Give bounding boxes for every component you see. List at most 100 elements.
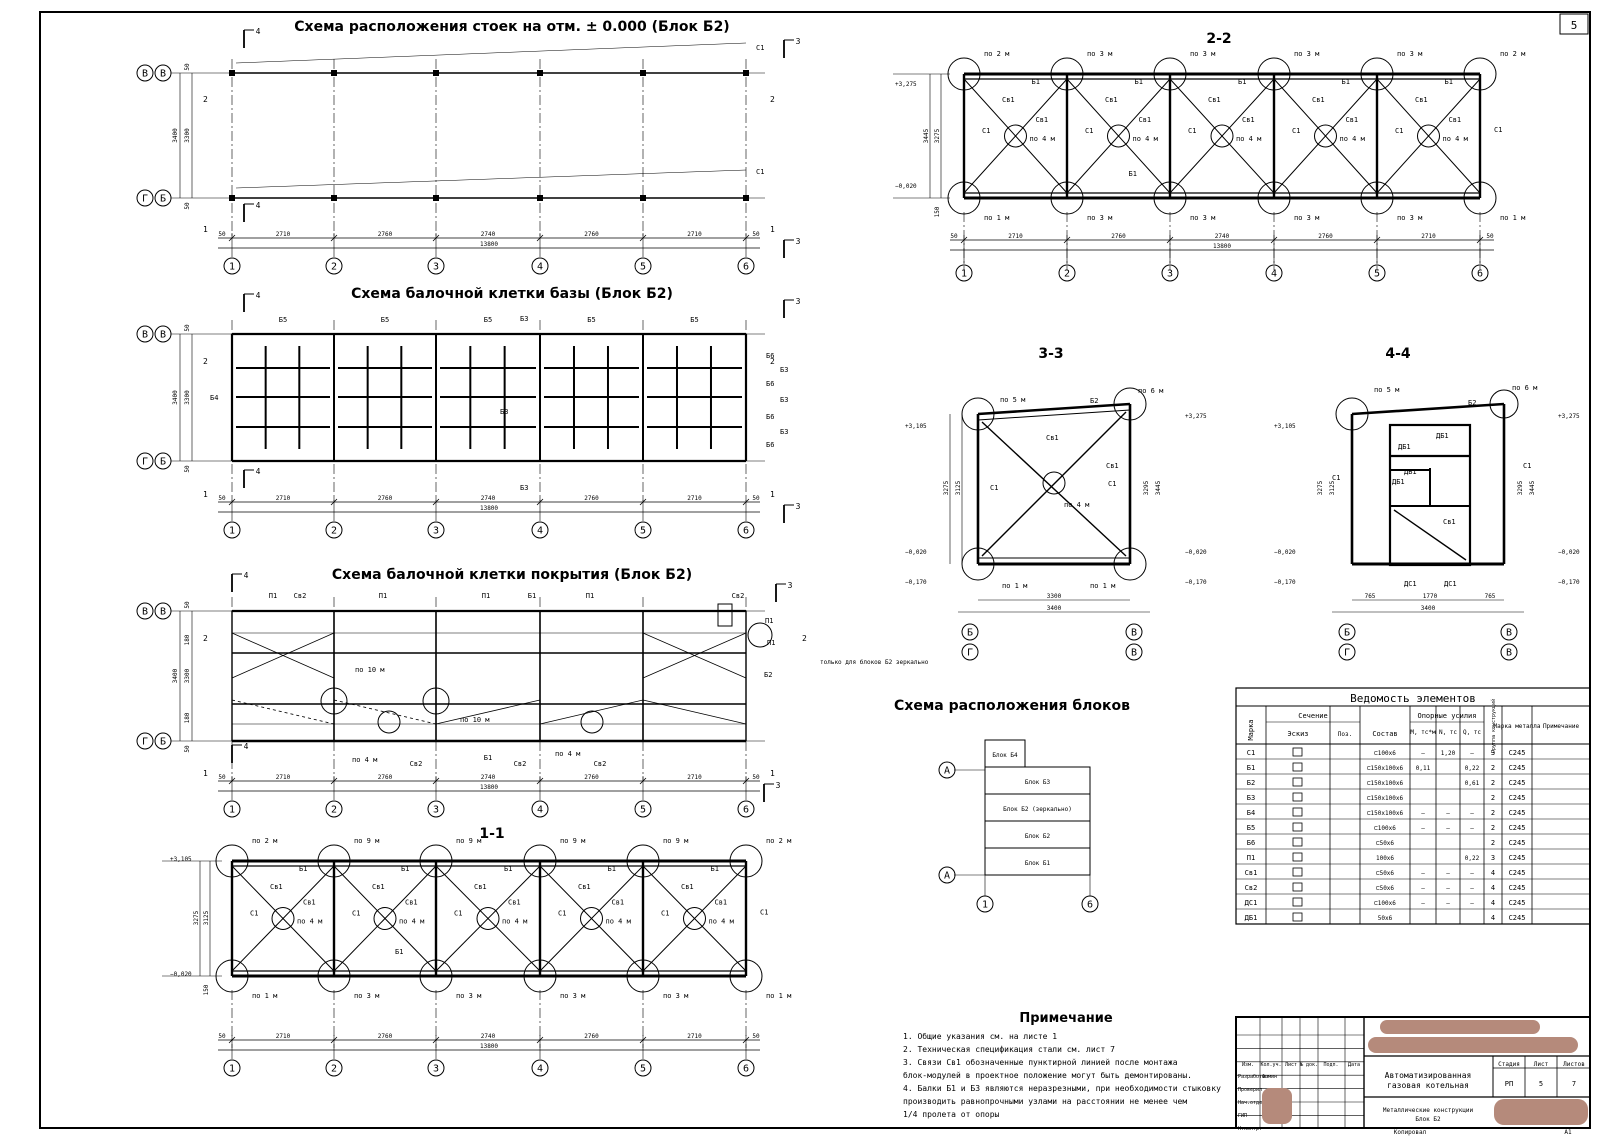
p2c-cut-label-3: 3 (796, 297, 801, 306)
p1-row-top-a-label: В (142, 69, 148, 80)
s33-node-tr (1113, 387, 1147, 421)
p2-b5-lbl-3: Б5 (484, 316, 492, 324)
p1-tick-2 (330, 234, 338, 242)
p3-span-5: 2710 (687, 774, 702, 781)
block-box-5 (984, 847, 1091, 876)
p3-node-10a (320, 687, 348, 715)
spec-cell-group-10: 4 (1491, 884, 1495, 892)
p3-cut2-r: 2 (802, 634, 807, 643)
p2-cut1-r: 1 (770, 490, 775, 499)
s11-height-a: 3275 (193, 910, 200, 925)
s11-node-mid-5 (683, 907, 706, 930)
p1-cut-label-4: 4 (256, 27, 261, 36)
s11-axis-2-bubble (325, 1059, 343, 1077)
spec-cell-n-11: — (1446, 900, 1450, 907)
spec-cell-mark-10: Св2 (1245, 884, 1258, 892)
s22-node-mid-2 (1107, 124, 1130, 148)
p1-span-3: 2740 (481, 231, 496, 238)
spec-cell-q-10: — (1470, 885, 1474, 892)
s11-nodelbl-bot-1: по 1 м (252, 992, 278, 1000)
s11-span-3: 2740 (481, 1033, 496, 1040)
s22-sv1-b-2: Св1 (1139, 116, 1152, 124)
notes: Примечание 1. Общие указания см. на лист… (903, 1011, 1221, 1119)
tb-copied: Копировал (1394, 1129, 1427, 1136)
s33-brace-b (981, 411, 1127, 557)
s22-b1-2: Б1 (1135, 78, 1143, 86)
p1-axis-2-label: 2 (331, 262, 337, 273)
s44-height-a: 3275 (1317, 480, 1324, 495)
s33-row-l2-bubble (961, 643, 979, 661)
spec-h-note: Примечание (1543, 723, 1580, 730)
p2-span-2: 2760 (378, 495, 393, 502)
p3-axis-6-bubble (737, 800, 755, 818)
p1-cut1-r: 1 (770, 225, 775, 234)
p1-column-bot-6 (743, 195, 749, 201)
s22-nodelbl-bot-4: по 3 м (1294, 214, 1320, 222)
p1-axis-5-label: 5 (640, 262, 646, 273)
spec-cell-mark-9: Св1 (1245, 869, 1258, 877)
spec-cell-q-2: 0,22 (1465, 765, 1480, 772)
s11-level-top: +3,105 (170, 856, 192, 863)
plan-base-title: Схема балочной клетки базы (Блок Б2) (351, 286, 673, 302)
tb-col-head-5: Подп. (1323, 1062, 1338, 1068)
spec-cell-group-5: 2 (1491, 809, 1495, 817)
s44-row-r1-label: В (1506, 628, 1512, 639)
p1-tick-4 (536, 234, 544, 242)
tb-frame (1235, 1016, 1591, 1129)
s22-height-d: 3445 (923, 128, 930, 143)
tb-content-1: Металлические конструкции (1383, 1107, 1474, 1114)
p1-span-1: 2710 (276, 231, 291, 238)
p3-axis-6-label: 6 (743, 805, 749, 816)
s22-nodelbl-top-2: по 3 м (1087, 50, 1113, 58)
spec-cell-n-5: — (1446, 810, 1450, 817)
p1-tick-3 (432, 234, 440, 242)
s22-nodelbl-top-6: по 2 м (1500, 50, 1526, 58)
tb-role-5: Н.контр. (1238, 1126, 1262, 1132)
p3-axis-3-label: 3 (433, 805, 439, 816)
p3-side-180-b: 180 (184, 712, 191, 723)
s22-node-mid-3 (1210, 124, 1234, 148)
p3-span-3: 2740 (481, 774, 496, 781)
s44-height-c: 3295 (1517, 480, 1524, 495)
p3-p1-plate (717, 603, 733, 627)
tb-project-2: газовая котельная (1387, 1081, 1469, 1090)
p1-column-bot-1 (229, 195, 235, 201)
s22-sv1-a-4: Св1 (1312, 96, 1325, 104)
spec-cell-comp-7: ⊏50х6 (1376, 840, 1394, 847)
block-axis-6-bubble (1081, 895, 1099, 913)
p2-tick-2 (330, 498, 338, 506)
spec-cell-n-1: 1,20 (1441, 750, 1456, 757)
s11-brace-b-1 (231, 865, 335, 972)
s22-c1-4: С1 (1292, 127, 1300, 135)
s11-nodelbl-top-4: по 9 м (560, 837, 586, 845)
s44-sv1: Св1 (1443, 518, 1456, 526)
s22-nodelbl-bot-5: по 3 м (1397, 214, 1423, 222)
s44-door-brace (1393, 509, 1467, 561)
s33-row-r1-label: В (1131, 628, 1137, 639)
p3-node-4a (377, 710, 401, 734)
p3-node10-lbl-b: по 10 м (460, 716, 490, 724)
s44-node6: по 6 м (1512, 384, 1538, 392)
p1-c1-top: С1 (756, 44, 764, 52)
s22-nodelbl-bot-6: по 1 м (1500, 214, 1526, 222)
p2b-cut-label-4: 4 (256, 467, 261, 476)
s11-c1-end: С1 (760, 909, 768, 917)
s11-node-mid-3 (476, 907, 500, 930)
s11-b1-4: Б1 (608, 865, 616, 873)
p3b-cut-label-4: 4 (244, 742, 249, 751)
s44-top-beam (1351, 402, 1505, 416)
spec-cell-comp-11: ⊏100х6 (1374, 900, 1396, 907)
s44-node5: по 5 м (1374, 386, 1400, 394)
spec-cell-steel-9: С245 (1509, 869, 1526, 877)
spec-h-comp: Состав (1372, 730, 1397, 738)
p3-b2-lbl: Б2 (764, 671, 772, 679)
s22-axis-5-label: 5 (1374, 269, 1380, 280)
p2-row-top-a-bubble (136, 325, 154, 343)
spec-cell-comp-9: ⊏50х6 (1376, 870, 1394, 877)
spec-cell-sketch-10 (1292, 882, 1303, 892)
s11-tick-1 (228, 1036, 236, 1044)
spec-cell-comp-12: 50х6 (1378, 915, 1393, 922)
spec-cell-comp-8: 100х6 (1376, 855, 1394, 862)
